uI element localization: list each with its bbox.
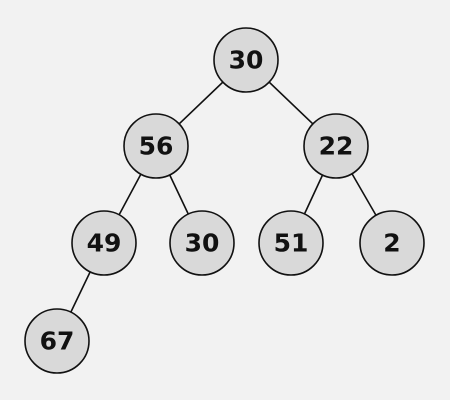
node-label: 51	[274, 229, 309, 258]
tree-node: 30	[213, 27, 279, 93]
tree-node: 2	[359, 210, 425, 276]
node-label: 22	[319, 132, 354, 161]
node-circle	[359, 210, 425, 276]
node-circle	[24, 308, 90, 374]
node-label: 49	[87, 229, 122, 258]
node-circle	[213, 27, 279, 93]
tree-node: 49	[71, 210, 137, 276]
node-label: 56	[139, 132, 174, 161]
node-label: 30	[185, 229, 220, 258]
node-label: 2	[383, 229, 400, 258]
tree-node: 56	[123, 113, 189, 179]
tree-node: 67	[24, 308, 90, 374]
node-circle	[71, 210, 137, 276]
node-circle	[169, 210, 235, 276]
node-circle	[303, 113, 369, 179]
nodes-layer: 30 56 22 49 30 51 2 67	[24, 27, 425, 374]
node-circle	[258, 210, 324, 276]
tree-node: 30	[169, 210, 235, 276]
node-label: 67	[40, 327, 75, 356]
edges-layer	[56, 59, 393, 342]
tree-node: 22	[303, 113, 369, 179]
node-label: 30	[229, 46, 264, 75]
node-circle	[123, 113, 189, 179]
tree-node: 51	[258, 210, 324, 276]
